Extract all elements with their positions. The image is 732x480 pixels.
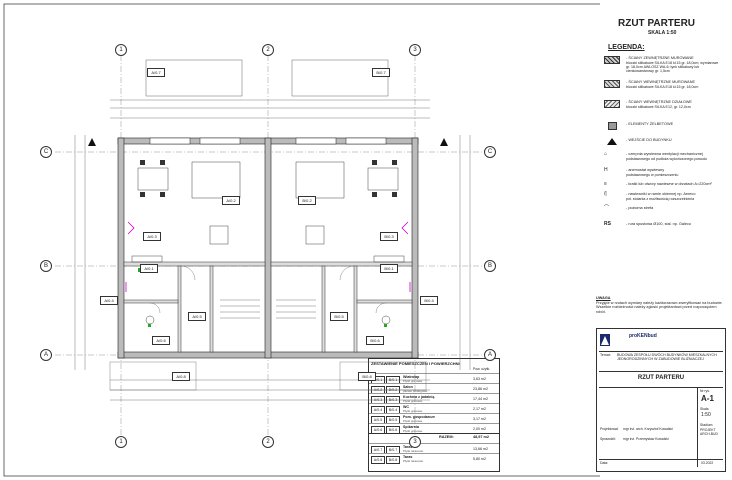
- drawing-no-label: Nr rys.: [700, 389, 710, 393]
- room-tag: A/0.5: [188, 312, 206, 321]
- project-text: BUDOWA ZESPOŁU DWÓCH BUDYNKÓW MIESZKALNY…: [617, 353, 717, 362]
- concrete-icon: [608, 122, 617, 130]
- room-tag: A/0.4: [100, 296, 118, 305]
- axis-label-a-right: A: [484, 349, 496, 361]
- room-tag: B/0.8: [358, 372, 376, 381]
- axis-label-3-bottom: 3: [409, 436, 421, 448]
- room-area: 2,17 m2: [473, 407, 486, 411]
- room-tag: A/0.3: [143, 232, 161, 241]
- room-tag: A/0.6: [152, 336, 170, 345]
- note-title: UWAGA: [596, 296, 611, 300]
- level-mark-icon: ⌒: [604, 205, 610, 211]
- designer-label: Projektował:: [600, 427, 619, 431]
- room-area: 13,66 m2: [473, 447, 488, 451]
- note-block: UWAGA Przyjęte w rzutach wymiary należy …: [596, 296, 724, 314]
- date-label: Data:: [600, 461, 609, 465]
- room-area: 3,17 m2: [473, 417, 486, 421]
- room-area: 17,44 m2: [473, 397, 488, 401]
- designer-name: mgr inż. arch. Krzysztof Kowalski: [623, 427, 673, 431]
- sheet-scale: SKALA 1:50: [648, 30, 677, 36]
- room-finish: Płytki gresowe: [403, 429, 423, 433]
- room-area: 5,80 m2: [473, 457, 486, 461]
- stage-value: PROJEKT ARCH-BUD: [700, 428, 718, 436]
- sheet-title: RZUT PARTERU: [618, 18, 696, 29]
- room-tag: B/0.2: [298, 196, 316, 205]
- schedule-sum-row: RAZEM: 48,97 m2: [369, 433, 499, 442]
- project-label: Temat:: [600, 353, 611, 357]
- hatch-icon: [604, 100, 620, 108]
- schedule-col-header: Pow. użytk.: [473, 367, 491, 371]
- hatch-icon: [604, 80, 620, 88]
- axis-label-1-top: 1: [115, 44, 127, 56]
- room-name: Taras: [403, 445, 413, 449]
- axis-label-2-bottom: 2: [262, 436, 274, 448]
- room-name: Spiżarnia: [403, 425, 419, 429]
- scale-label: Skala: [700, 407, 709, 411]
- company-name: proKENbud: [629, 333, 657, 339]
- axis-label-a-left: A: [40, 349, 52, 361]
- checker-label: Sprawdził:: [600, 437, 616, 441]
- axis-label-c-left: C: [40, 146, 52, 158]
- axis-label-1-bottom: 1: [115, 436, 127, 448]
- room-tag: B/0.4: [420, 296, 438, 305]
- room-finish: Płytki gresowe: [403, 399, 423, 403]
- room-finish: Płytki gresowe: [403, 409, 423, 413]
- ventilation-symbol-icon: ⌂: [604, 151, 608, 157]
- note-text: Przyjęte w rzutach wymiary należy każdor…: [596, 300, 723, 314]
- room-name: Wiatrołap: [403, 375, 420, 379]
- sum-label: RAZEM:: [439, 435, 454, 439]
- room-finish: Płytki tarasowe: [403, 459, 424, 463]
- title-block: proKENbud Temat: BUDOWA ZESPOŁU DWÓCH BU…: [596, 328, 726, 472]
- floor-plan-drawing: [3, 3, 600, 477]
- room-name: Taras: [403, 455, 413, 459]
- checker-name: mgr inż. Przemysław Kowalski: [623, 437, 669, 441]
- room-area: 2,00 m2: [473, 427, 486, 431]
- anemostat-icon: H: [604, 167, 608, 173]
- axis-label-2-top: 2: [262, 44, 274, 56]
- room-tag: B/0.5: [330, 312, 348, 321]
- room-area: 23,86 m2: [473, 387, 488, 391]
- room-area: 3,63 m2: [473, 377, 486, 381]
- axis-label-b-left: B: [40, 260, 52, 272]
- room-finish: Płytki tarasowe: [403, 449, 424, 453]
- room-tag: B/0.1: [380, 264, 398, 273]
- axis-label-c-right: C: [484, 146, 496, 158]
- room-tag: A/0.1: [140, 264, 158, 273]
- room-finish: Płytki gresowe: [403, 379, 423, 383]
- room-id-a: A/0.8: [371, 456, 385, 464]
- stage-label: Stadium: [700, 423, 713, 427]
- legend-title: LEGENDA:: [608, 44, 645, 51]
- entrance-arrow-icon: [607, 138, 617, 145]
- room-tag: B/0.6: [366, 336, 384, 345]
- room-name: Pom. gospodarcze: [403, 415, 435, 419]
- room-finish: Płytki gresowe: [403, 419, 423, 423]
- date-value: 03.2022: [701, 461, 714, 465]
- axis-label-3-top: 3: [409, 44, 421, 56]
- room-tag: A/0.7: [147, 68, 165, 77]
- room-tag: B/0.7: [372, 68, 390, 77]
- drawing-number: A-1: [701, 394, 714, 403]
- room-tag: B/0.3: [380, 232, 398, 241]
- schedule-title: ZESTAWIENIE POMIESZCZEŃ I POWIERZCHNI: [371, 361, 460, 366]
- company-logo: [599, 333, 629, 347]
- sum-value: 48,97 m2: [473, 435, 490, 439]
- room-name: Kuchnia z jadalnią: [403, 395, 435, 399]
- grille-icon: ≡: [604, 181, 607, 187]
- room-name: WC: [403, 405, 409, 409]
- room-name: Salon: [403, 385, 413, 389]
- room-id-b: B/0.8: [386, 456, 400, 464]
- scale-value: 1:50: [701, 412, 711, 418]
- drawing-name: RZUT PARTERU: [637, 375, 685, 381]
- room-tag: A/0.8: [172, 372, 190, 381]
- hatch-icon: [604, 56, 620, 64]
- downpipe-label: RS: [604, 221, 611, 227]
- trickle-vent-icon: /|: [604, 191, 607, 197]
- room-tag: A/0.2: [222, 196, 240, 205]
- axis-label-b-right: B: [484, 260, 496, 272]
